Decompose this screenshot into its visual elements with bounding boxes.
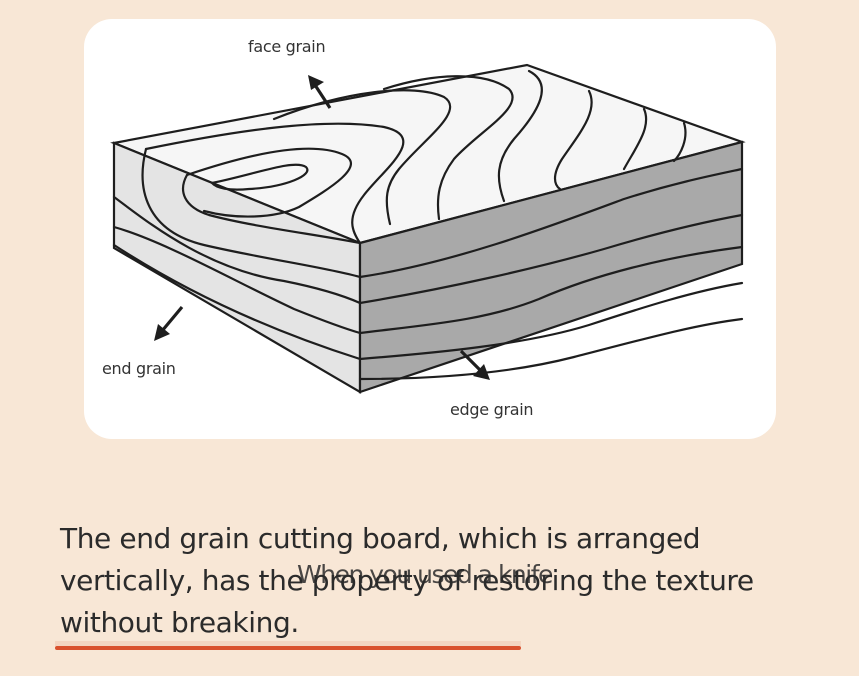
edge-grain-4 (358, 281, 744, 361)
edge-grain-arrow (459, 349, 490, 380)
edge-grain-5 (358, 317, 744, 381)
top-grain-6 (497, 69, 543, 203)
end-grain-5 (112, 243, 362, 361)
caption-underline (55, 646, 521, 650)
wood-grain-diagram (110, 63, 746, 394)
overlay-text: When you used a knife (297, 560, 553, 589)
face-grain-arrow (308, 75, 332, 109)
end-grain-1 (182, 173, 362, 245)
top-grain-1 (210, 163, 309, 191)
face-grain-label: face grain (248, 37, 326, 56)
end-grain-3 (112, 195, 362, 305)
underline-shadow (55, 641, 521, 646)
end-grain-arrow (154, 305, 184, 341)
top-grain-8 (622, 107, 648, 171)
edge-grain-1 (358, 167, 744, 279)
top-grain-3 (144, 122, 405, 245)
end-grain-label: end grain (102, 359, 176, 378)
top-grain-9 (672, 121, 687, 163)
top-grain-5 (382, 75, 514, 221)
diagram-card: face grain end grain edge grain (84, 19, 776, 439)
edge-grain-3 (358, 245, 744, 335)
edge-face (358, 140, 744, 394)
edge-grain-label: edge grain (450, 400, 534, 419)
caption-text: The end grain cutting board, which is ar… (60, 522, 754, 639)
edge-grain-2 (358, 213, 744, 305)
end-grain-2 (141, 147, 362, 279)
top-grain-7 (553, 89, 593, 191)
top-grain-2 (185, 147, 352, 218)
top-grain-4 (272, 89, 452, 226)
end-grain-4 (112, 225, 362, 335)
